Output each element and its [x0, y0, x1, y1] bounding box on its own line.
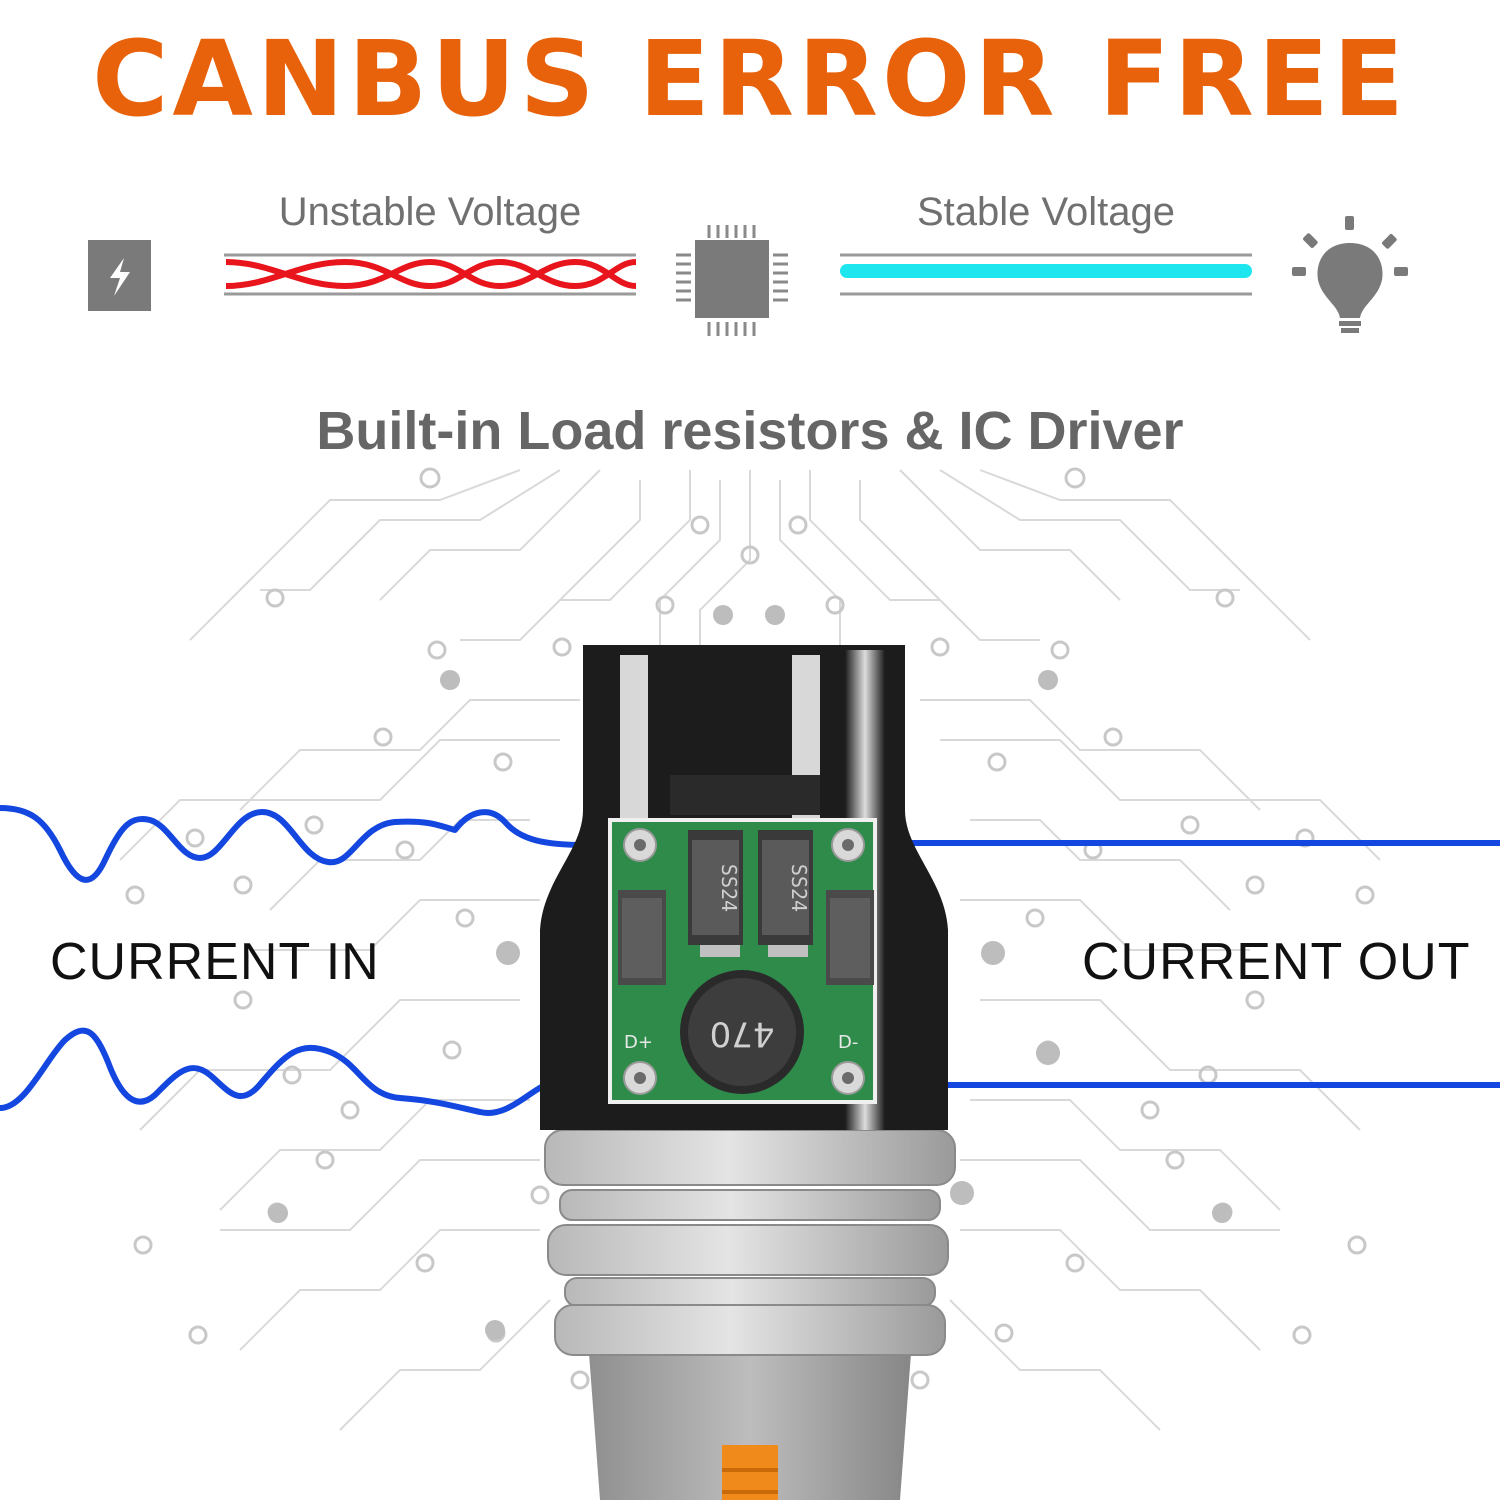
- driver-pcb: [608, 818, 877, 1104]
- pad-plus-label: D+: [624, 1032, 653, 1053]
- diode-right: [758, 830, 813, 957]
- chip-icon: [676, 225, 788, 336]
- inductor-marking: 470: [710, 1014, 775, 1054]
- stable-voltage-label: Stable Voltage: [917, 190, 1175, 234]
- lightning-icon: [88, 240, 151, 311]
- feature-subtitle: Built-in Load resistors & IC Driver: [316, 401, 1184, 461]
- current-in-wave-top: [0, 805, 586, 883]
- inductor: [680, 970, 804, 1094]
- heat-sink: [544, 1129, 956, 1356]
- pcb-solder-pads: [268, 605, 1232, 1340]
- headline: CANBUS ERROR FREE: [92, 18, 1408, 140]
- pad-minus-label: D-: [838, 1032, 858, 1053]
- pcb-traces: [119, 469, 1381, 1431]
- current-in-label: CURRENT IN: [50, 933, 380, 991]
- lightbulb-icon: [1292, 216, 1408, 333]
- resistor-right: [826, 890, 874, 985]
- unstable-voltage-wave: [224, 253, 637, 296]
- diode-left: [688, 830, 743, 957]
- stable-voltage-bar: [840, 253, 1252, 296]
- resistor-left: [618, 890, 666, 985]
- diode-right-marking: SS24: [787, 864, 811, 912]
- current-in-wave-bottom: [0, 1027, 547, 1116]
- diode-left-marking: SS24: [717, 864, 741, 912]
- current-out-label: CURRENT OUT: [1082, 933, 1471, 991]
- unstable-voltage-label: Unstable Voltage: [278, 190, 582, 234]
